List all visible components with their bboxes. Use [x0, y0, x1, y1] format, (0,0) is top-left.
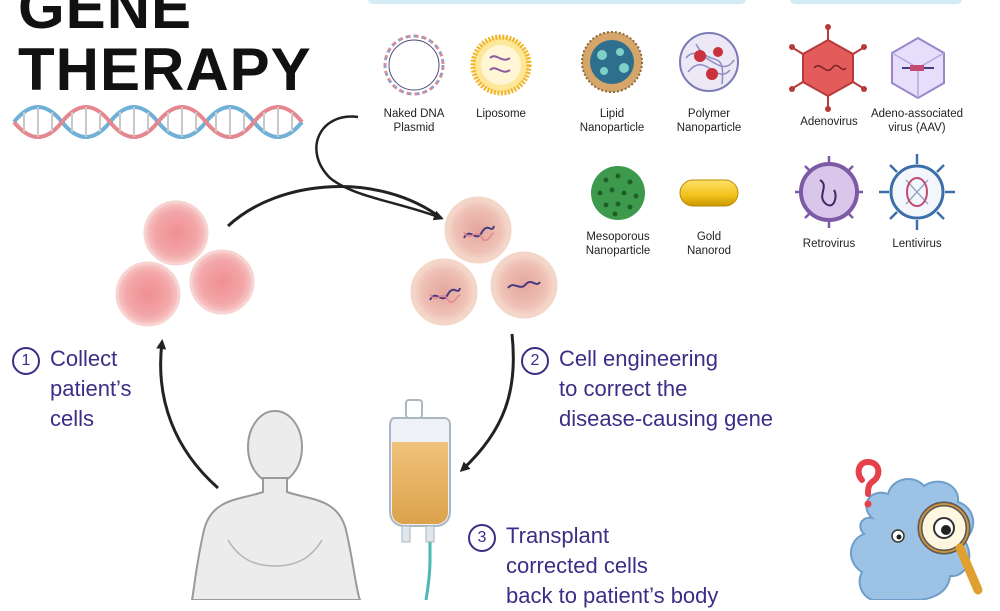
engineered-cells: [410, 196, 558, 326]
mesoporous-nanoparticle-icon: [591, 166, 645, 220]
label-mesoporous-nanoparticle: Mesoporous Nanoparticle: [585, 231, 651, 258]
step-number: 2: [521, 347, 549, 375]
dna-helix-icon: [12, 105, 304, 139]
retrovirus-icon: [795, 156, 863, 228]
label-lentivirus: Lentivirus: [892, 238, 942, 250]
vector-delivery-arrow: [315, 115, 444, 221]
engineering-to-transplant-arrow: [459, 333, 515, 473]
label-polymer-nanoparticle: Polymer Nanoparticle: [676, 108, 742, 135]
lipid-nanoparticle-icon: [581, 31, 643, 93]
plasmid-icon: [383, 34, 445, 96]
label-retrovirus: Retrovirus: [802, 238, 856, 250]
step-text: Collect patient’s cells: [50, 346, 132, 431]
step-3-transplant: 3 Transplant corrected cells back to pat…: [468, 521, 718, 611]
body-to-collection-arrow: [156, 339, 219, 490]
step-text: Transplant corrected cells back to patie…: [506, 523, 719, 608]
step-number: 1: [12, 347, 40, 375]
top-bar-viral: [790, 0, 962, 4]
human-body-icon: [190, 410, 362, 600]
top-bar-nonviral: [368, 0, 746, 4]
aav-icon: [891, 36, 945, 100]
label-adenovirus: Adenovirus: [800, 116, 858, 128]
patient-cells: [115, 200, 255, 327]
label-naked-dna-plasmid: Naked DNA Plasmid: [383, 108, 445, 135]
adenovirus-icon: [789, 24, 867, 112]
iv-bag-icon: [389, 399, 451, 600]
label-liposome: Liposome: [476, 108, 526, 120]
lentivirus-icon: [879, 154, 955, 230]
label-aav: Adeno-associated virus (AAV): [870, 108, 964, 135]
label-lipid-nanoparticle: Lipid Nanoparticle: [579, 108, 645, 135]
polymer-nanoparticle-icon: [679, 32, 739, 92]
label-gold-nanorod: Gold Nanorod: [686, 231, 732, 258]
step-number: 3: [468, 524, 496, 552]
title-line-therapy: THERAPY: [18, 36, 312, 103]
step-2-cell-engineering: 2 Cell engineering to correct the diseas…: [521, 344, 773, 434]
liposome-icon: [470, 34, 532, 96]
magnifier-mascot-icon: [850, 458, 983, 600]
title-line-gene: GENE: [18, 0, 193, 41]
step-text: Cell engineering to correct the disease-…: [559, 346, 774, 431]
gold-nanorod-icon: [679, 179, 739, 207]
cells-to-engineering-arrow: [226, 185, 442, 228]
step-1-collect-cells: 1 Collect patient’s cells: [12, 344, 132, 434]
